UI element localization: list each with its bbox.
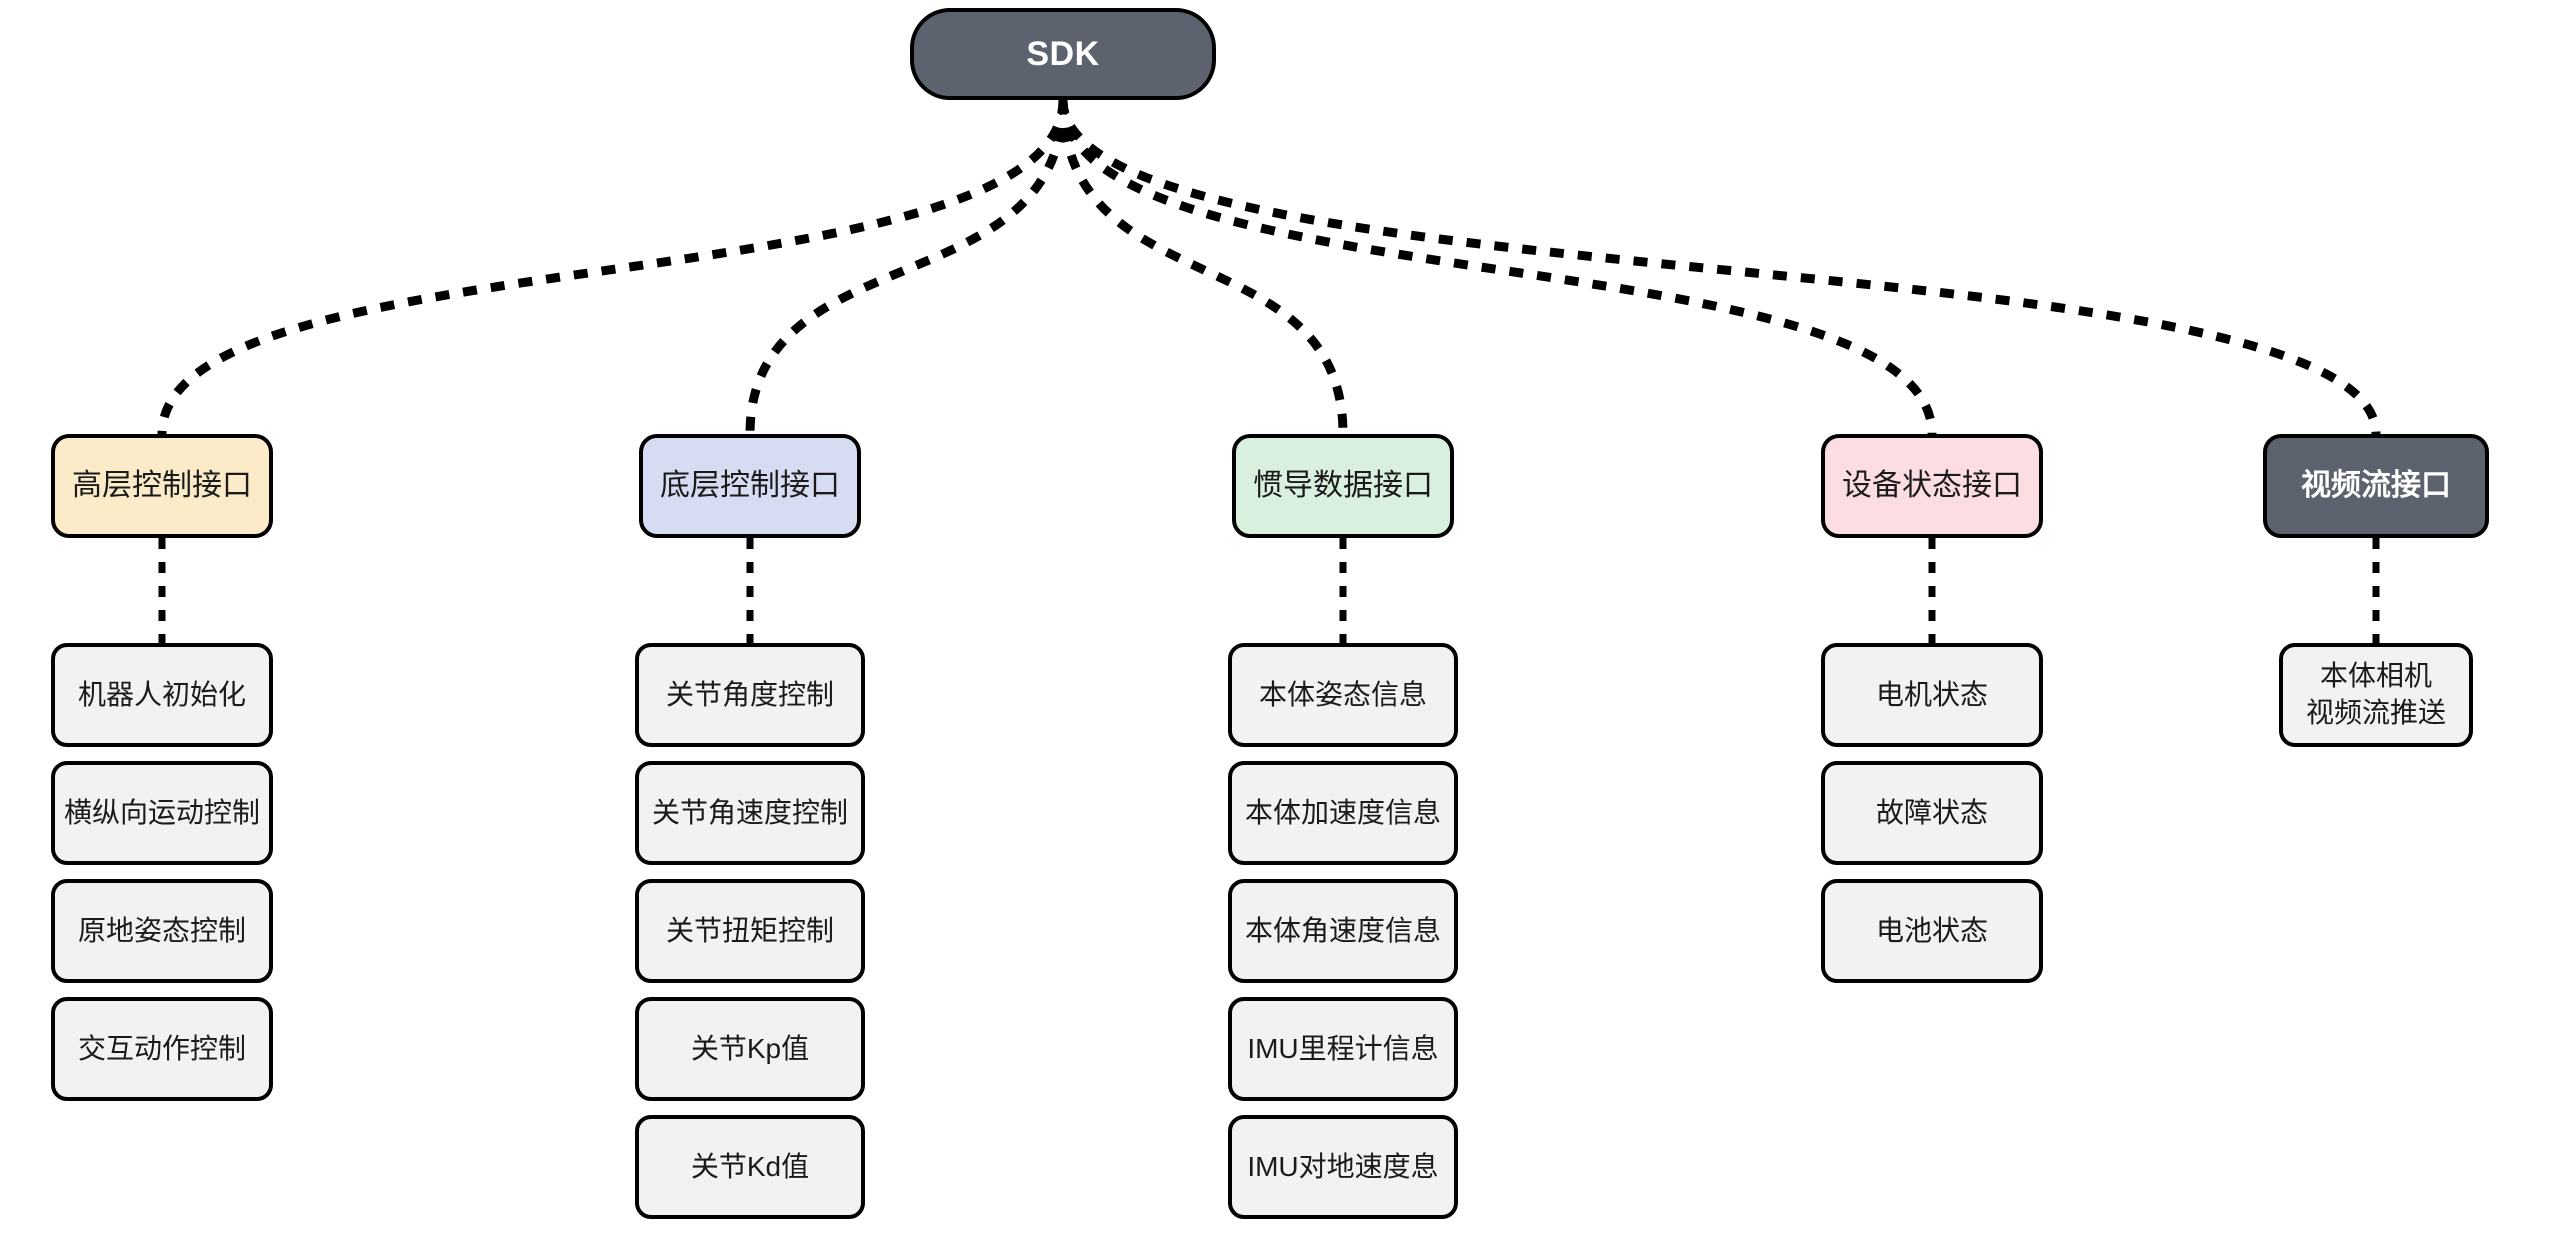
- leaf-node-joint-kd[interactable]: 关节Kd值: [635, 1115, 865, 1219]
- edge-sdk-to-imu-data: [1058, 99, 1348, 435]
- leaf-node-imu-ground-velocity[interactable]: IMU对地速度息: [1228, 1115, 1458, 1219]
- branch-node-low-level-control[interactable]: 底层控制接口: [639, 434, 861, 538]
- leaf-node-motor-status[interactable]: 电机状态: [1821, 643, 2043, 747]
- edge-sdk-to-high-level-control: [157, 99, 1068, 435]
- branch-node-video-stream[interactable]: 视频流接口: [2263, 434, 2489, 538]
- leaf-node-robot-init[interactable]: 机器人初始化: [51, 643, 273, 747]
- leaf-node-body-angular-velocity[interactable]: 本体角速度信息: [1228, 879, 1458, 983]
- edge-sdk-to-low-level-control: [745, 99, 1068, 435]
- leaf-node-stationary-posture[interactable]: 原地姿态控制: [51, 879, 273, 983]
- root-node-sdk[interactable]: SDK: [910, 8, 1216, 100]
- leaf-node-imu-odometry[interactable]: IMU里程计信息: [1228, 997, 1458, 1101]
- leaf-node-joint-angular-velocity[interactable]: 关节角速度控制: [635, 761, 865, 865]
- leaf-node-joint-torque[interactable]: 关节扭矩控制: [635, 879, 865, 983]
- leaf-node-battery-status[interactable]: 电池状态: [1821, 879, 2043, 983]
- leaf-node-joint-angle[interactable]: 关节角度控制: [635, 643, 865, 747]
- leaf-node-body-posture[interactable]: 本体姿态信息: [1228, 643, 1458, 747]
- leaf-node-interaction-action[interactable]: 交互动作控制: [51, 997, 273, 1101]
- branch-node-device-status[interactable]: 设备状态接口: [1821, 434, 2043, 538]
- leaf-node-joint-kp[interactable]: 关节Kp值: [635, 997, 865, 1101]
- leaf-node-body-camera-stream[interactable]: 本体相机 视频流推送: [2279, 643, 2473, 747]
- branch-node-high-level-control[interactable]: 高层控制接口: [51, 434, 273, 538]
- edge-sdk-to-video-stream: [1058, 99, 2381, 435]
- leaf-node-body-acceleration[interactable]: 本体加速度信息: [1228, 761, 1458, 865]
- branch-node-imu-data[interactable]: 惯导数据接口: [1232, 434, 1454, 538]
- leaf-node-lateral-longitudinal-motion[interactable]: 横纵向运动控制: [51, 761, 273, 865]
- edge-sdk-to-device-status: [1058, 99, 1937, 435]
- leaf-node-fault-status[interactable]: 故障状态: [1821, 761, 2043, 865]
